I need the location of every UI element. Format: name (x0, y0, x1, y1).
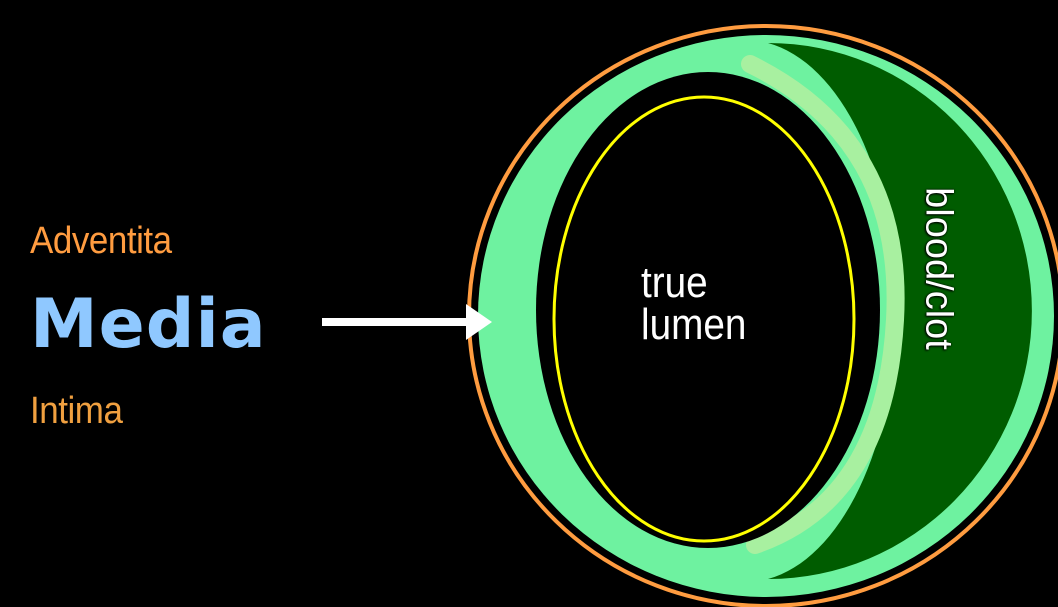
false-lumen-label: blood/clot (917, 169, 960, 369)
true-lumen-label-line2: lumen (641, 304, 746, 346)
true-lumen-label-line1: true (641, 262, 746, 304)
intima-label: Intima (30, 390, 122, 433)
media-label: Media (30, 285, 267, 364)
true-lumen-label: true lumen (641, 262, 746, 346)
adventitia-label: Adventita (30, 220, 172, 263)
